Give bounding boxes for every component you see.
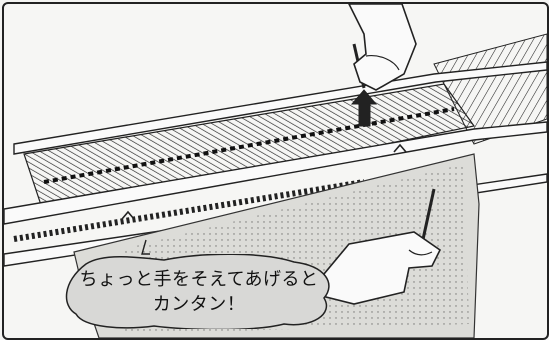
machine-rail-bottom — [4, 121, 547, 225]
sinker-teeth — [13, 179, 365, 242]
up-arrow-icon — [350, 89, 378, 127]
caret-mark-left — [121, 210, 135, 220]
caption-line-2: カンタン！ — [152, 293, 246, 315]
caption-bubble: ちょっと手をそえてあげると カンタン！ — [64, 254, 334, 329]
hook-mark-left — [141, 239, 150, 255]
stitch-row — [43, 107, 455, 184]
speech-bubble-shape — [65, 254, 330, 329]
caret-mark-right — [393, 143, 407, 153]
hook-tool — [420, 188, 436, 245]
caption-text: ちょっと手をそえてあげると カンタン！ — [64, 254, 334, 329]
hand-with-tool-icon — [348, 4, 417, 91]
machine-rail-top — [13, 61, 547, 155]
caption-line-1: ちょっと手をそえてあげると — [79, 268, 319, 290]
